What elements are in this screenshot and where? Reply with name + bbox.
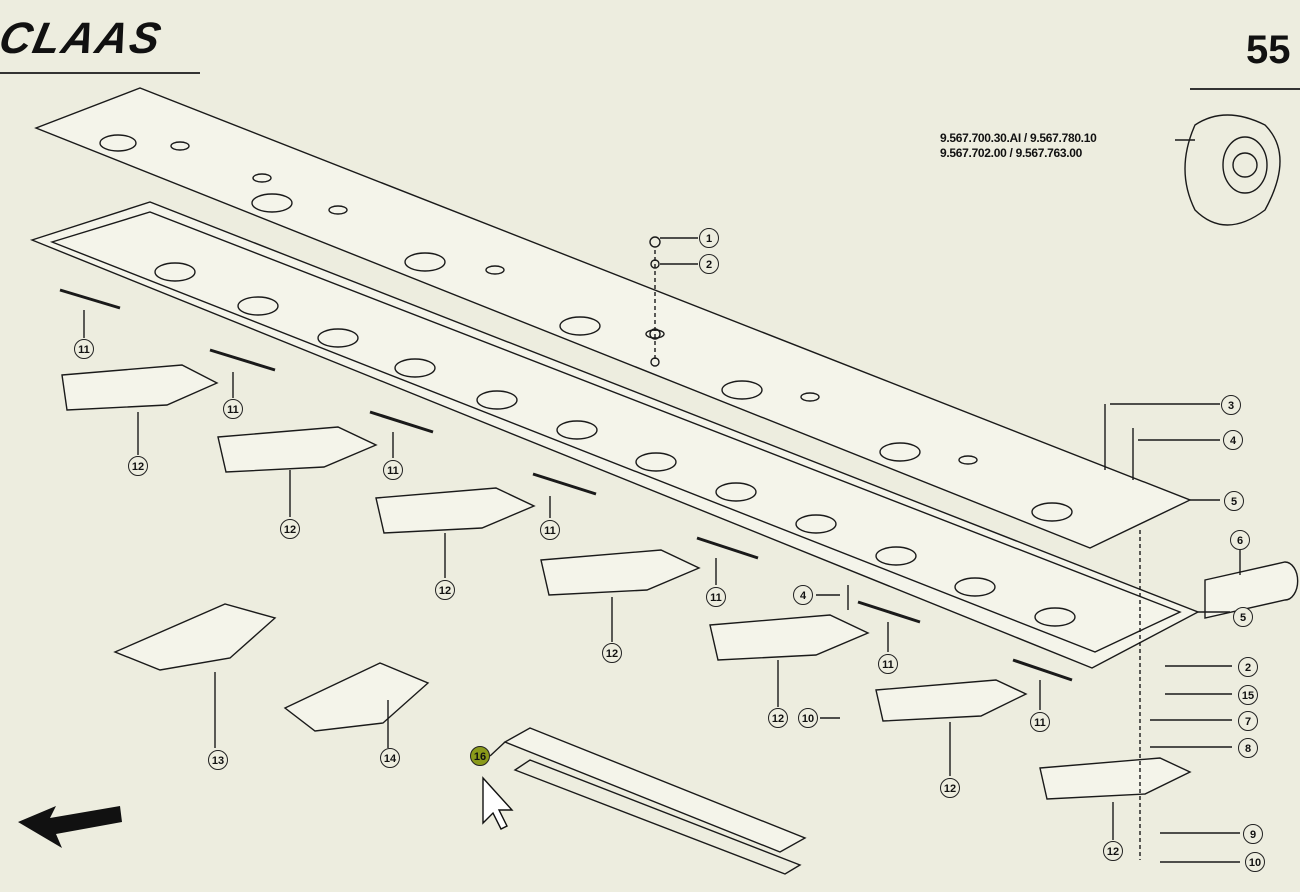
callout-11-c[interactable]: 11 [383, 460, 403, 480]
callout-7[interactable]: 7 [1238, 711, 1258, 731]
top-plate [34, 87, 1192, 549]
knife-bar [503, 727, 807, 853]
callout-5[interactable]: 5 [1224, 491, 1244, 511]
wear-strips [59, 288, 1073, 682]
callout-13[interactable]: 13 [208, 750, 228, 770]
callout-12-f[interactable]: 12 [940, 778, 960, 798]
callout-12-e[interactable]: 12 [768, 708, 788, 728]
inset-detail [1184, 114, 1281, 226]
callout-5-lower[interactable]: 5 [1233, 607, 1253, 627]
callout-11-a[interactable]: 11 [74, 339, 94, 359]
cylinder-part [1204, 561, 1299, 619]
callout-6[interactable]: 6 [1230, 530, 1250, 550]
callout-12-g[interactable]: 12 [1103, 841, 1123, 861]
callout-9[interactable]: 9 [1243, 824, 1263, 844]
cover-plate-13 [113, 603, 277, 671]
page-number-underline [1190, 88, 1300, 90]
callout-11-d[interactable]: 11 [540, 520, 560, 540]
arrow-back-icon [18, 806, 122, 848]
cover-plate-14 [283, 662, 430, 732]
callout-8[interactable]: 8 [1238, 738, 1258, 758]
callout-12-a[interactable]: 12 [128, 456, 148, 476]
skid-shoes [61, 364, 1192, 800]
callout-11-e[interactable]: 11 [706, 587, 726, 607]
mouse-pointer-icon [482, 776, 514, 830]
callout-16-selected[interactable]: 16 [470, 746, 490, 766]
reference-code-line-2: 9.567.702.00 / 9.567.763.00 [940, 146, 1083, 160]
logo-underline [0, 72, 200, 74]
reference-code-line-1: 9.567.700.30.AI / 9.567.780.10 [940, 131, 1097, 145]
callout-2[interactable]: 2 [699, 254, 719, 274]
callout-11-f[interactable]: 11 [878, 654, 898, 674]
page-number: 55 [1246, 28, 1291, 72]
callout-10-left[interactable]: 10 [798, 708, 818, 728]
callout-11-b[interactable]: 11 [223, 399, 243, 419]
callout-12-c[interactable]: 12 [435, 580, 455, 600]
callout-12-b[interactable]: 12 [280, 519, 300, 539]
callout-1[interactable]: 1 [699, 228, 719, 248]
callout-10[interactable]: 10 [1245, 852, 1265, 872]
callout-4-lower[interactable]: 4 [793, 585, 813, 605]
callout-2-lower[interactable]: 2 [1238, 657, 1258, 677]
callout-14[interactable]: 14 [380, 748, 400, 768]
callout-12-d[interactable]: 12 [602, 643, 622, 663]
callout-3[interactable]: 3 [1221, 395, 1241, 415]
callout-11-g[interactable]: 11 [1030, 712, 1050, 732]
callout-15[interactable]: 15 [1238, 685, 1258, 705]
callout-4[interactable]: 4 [1223, 430, 1243, 450]
